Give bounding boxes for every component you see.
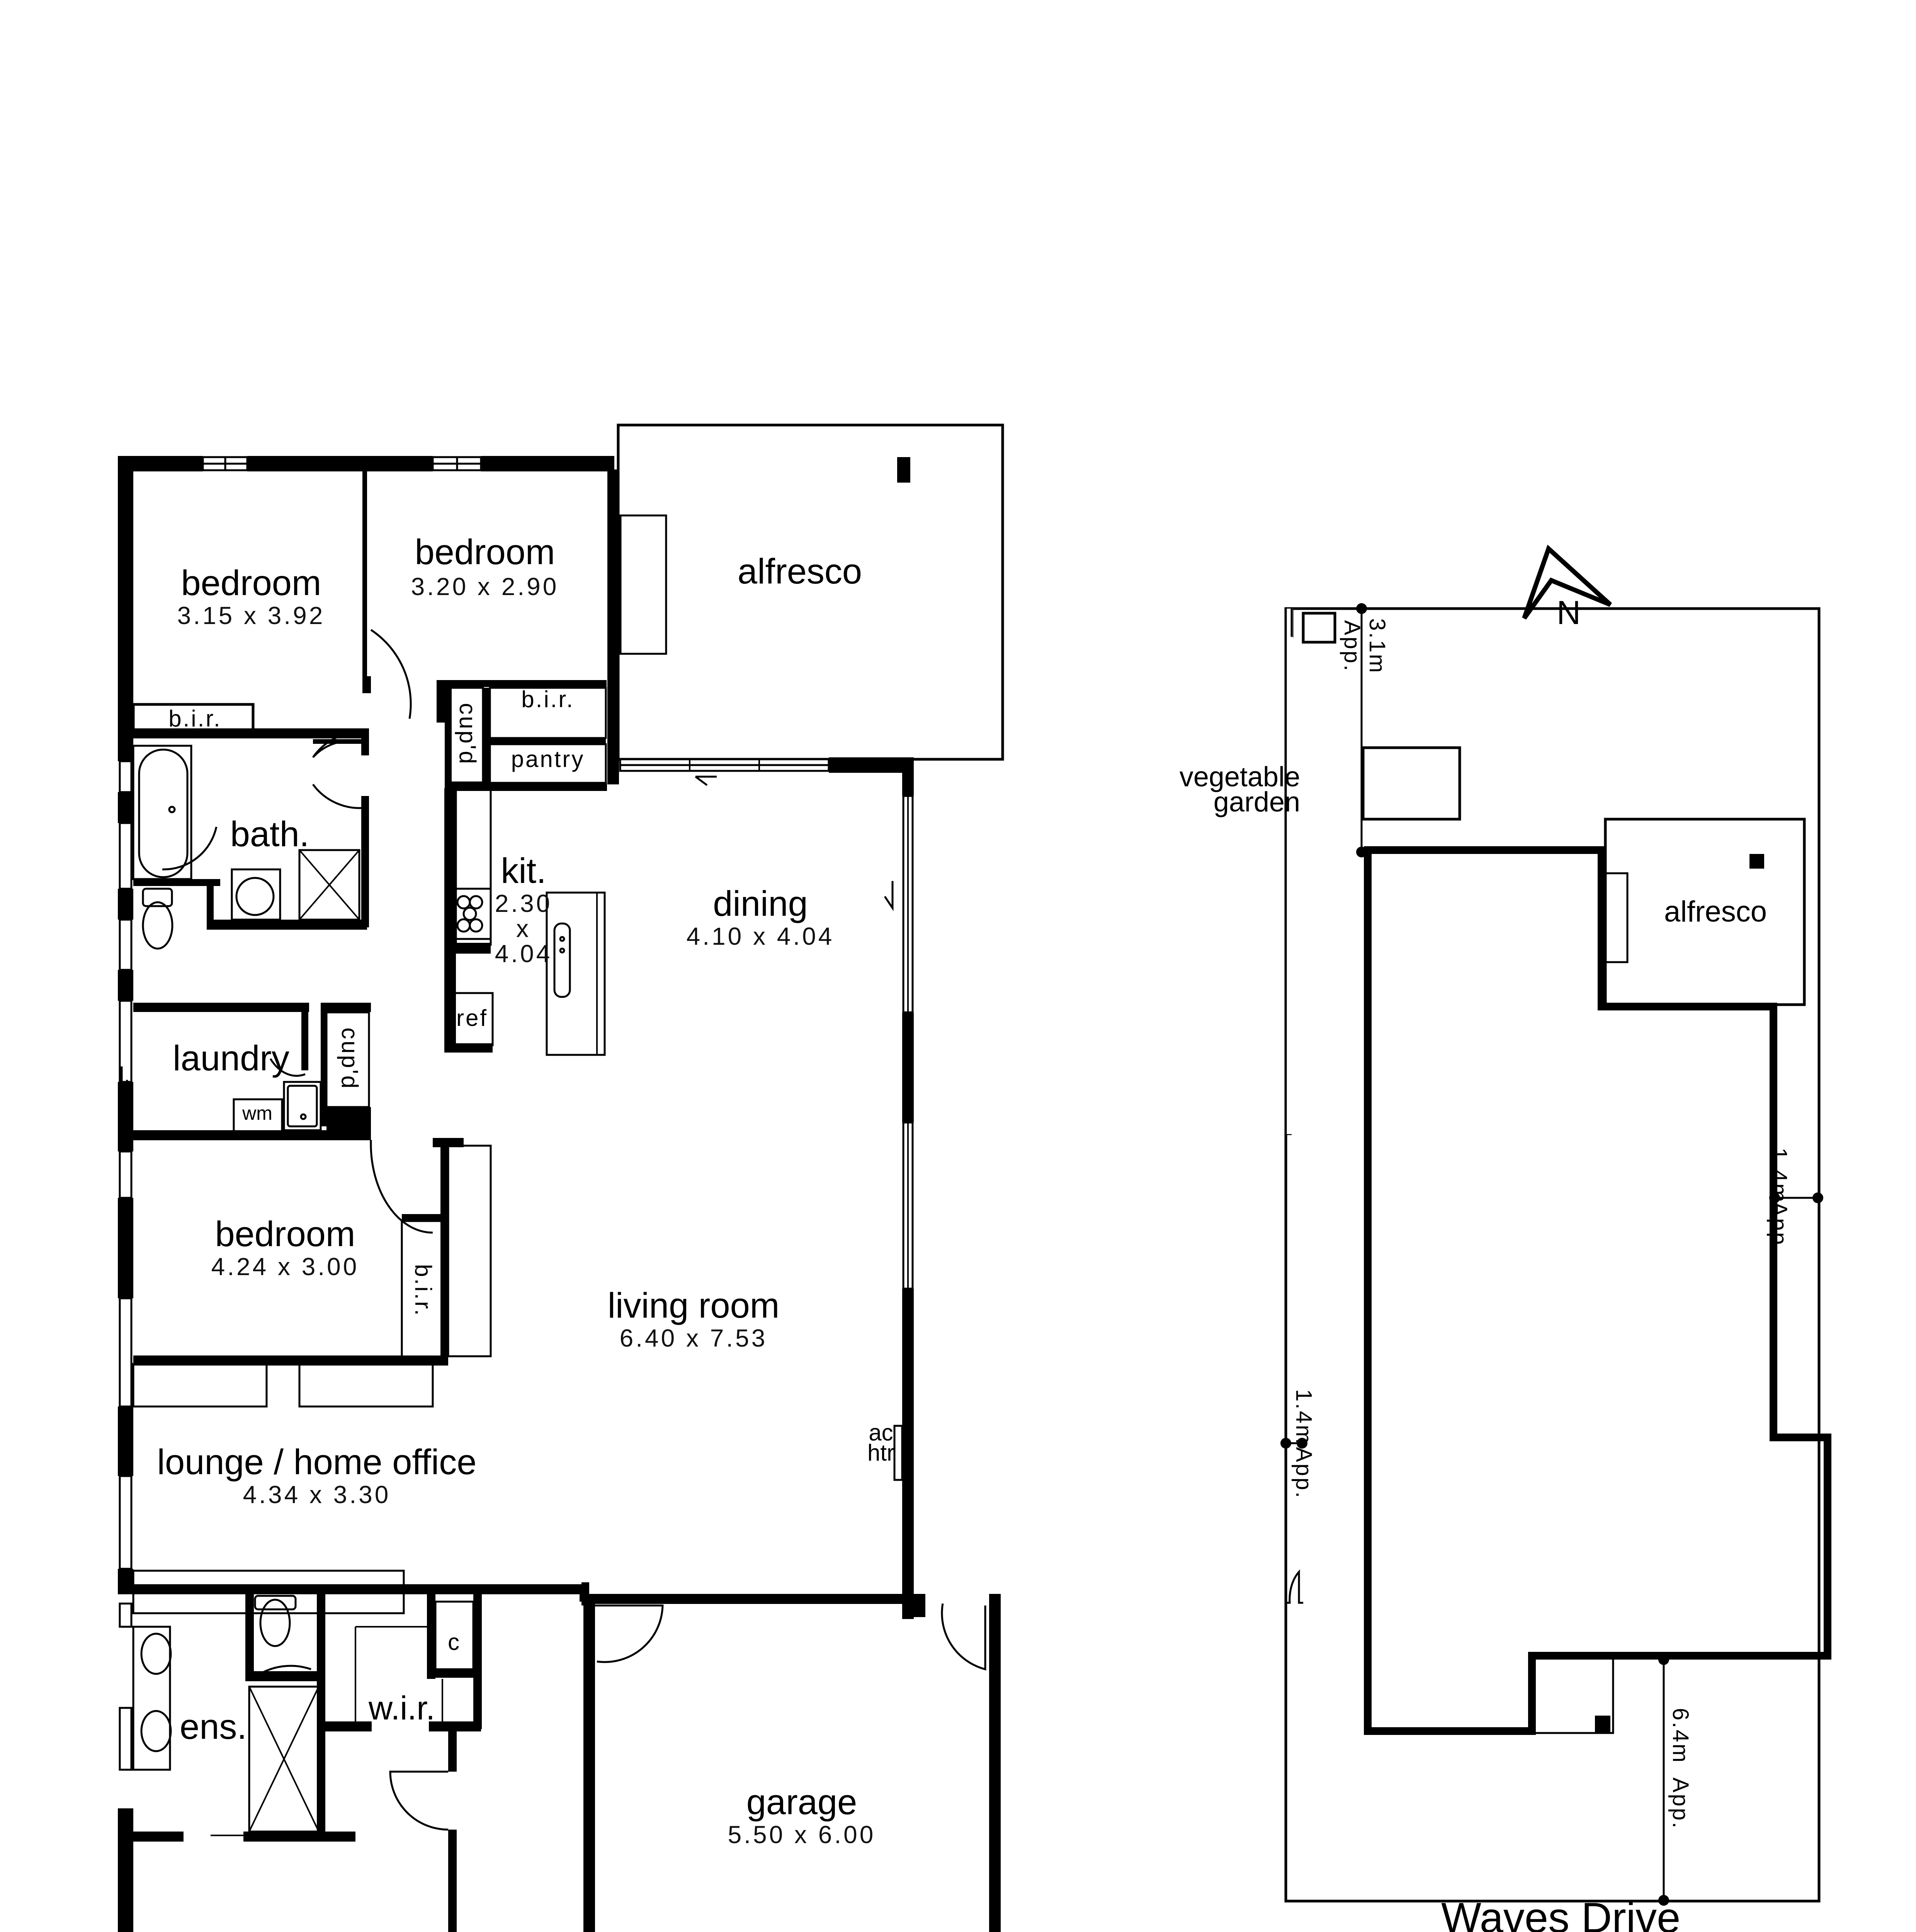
room-label-bedroom-3: bedroom [215, 1214, 355, 1254]
room-dims-bedroom-3: 4.24 x 3.00 [211, 1253, 359, 1281]
street-label: Waves Drive [1441, 1894, 1681, 1932]
room-label-bedroom-2: bedroom [415, 532, 555, 572]
room-label-bath: bath. [230, 815, 309, 854]
ref-label: ref [456, 1005, 488, 1031]
room-label-ensuite: ens. [180, 1707, 247, 1747]
bir-label-2: b.i.r. [521, 686, 574, 712]
room-dims-kitchen-width: 2.30 [495, 889, 553, 917]
setback-side-left-note: App. [1291, 1447, 1316, 1499]
room-dims-dining: 4.10 x 4.04 [687, 922, 835, 950]
ac-label: ac [869, 1420, 893, 1446]
room-dims-lounge: 4.34 x 3.30 [243, 1481, 391, 1509]
site-plan: N vegetable garden alfresco 3.1 [1180, 544, 1831, 1906]
setback-side-left: 1.4m App. [1280, 1389, 1316, 1499]
bir-label-3: b.i.r. [410, 1264, 436, 1317]
setback-side-right-note: App. [1766, 1202, 1792, 1254]
north-label: N [1557, 594, 1581, 631]
room-label-bedroom-1: bedroom [181, 563, 321, 603]
site-alfresco [1604, 818, 1806, 1006]
alfresco-post [897, 457, 910, 483]
room-label-dining: dining [713, 884, 808, 923]
room-dims-kitchen-x: x [516, 915, 531, 942]
setback-side-left-value: 1.4m [1291, 1389, 1316, 1445]
setback-rear: 3.1m App. [1340, 603, 1390, 857]
house-footprint [1364, 846, 1831, 1735]
vegetable-garden-bed [1302, 612, 1336, 644]
vegetable-garden-label-line1: vegetable [1180, 762, 1300, 793]
floor-plan [118, 423, 1004, 1932]
washing-machine-label: wm [242, 1102, 272, 1124]
window [202, 456, 248, 471]
site-alfresco-label: alfresco [1664, 895, 1767, 928]
fixture-labels: b.i.r. b.i.r. pantry cup'd cup'd ref wm … [168, 686, 894, 1655]
linen-cupboard-label: c [448, 1629, 461, 1655]
alfresco-bbq-bench [619, 514, 667, 655]
bir-label-1: b.i.r. [168, 706, 221, 731]
setback-front-value: 6.4m [1668, 1708, 1693, 1764]
room-label-kitchen: kit. [501, 851, 546, 891]
setback-rear-value: 3.1m [1365, 618, 1390, 674]
room-labels: bedroom 3.15 x 3.92 bedroom 3.20 x 2.90 … [157, 532, 876, 1849]
cupd-label-2: cup'd [337, 1027, 363, 1090]
room-dims-kitchen-height: 4.04 [495, 940, 553, 968]
pantry-label: pantry [511, 746, 585, 772]
sliding-door [619, 758, 830, 772]
room-dims-living-room: 6.40 x 7.53 [620, 1324, 768, 1352]
room-dims-garage: 5.50 x 6.00 [728, 1821, 876, 1849]
room-label-lounge: lounge / home office [157, 1442, 477, 1482]
vegetable-garden-plot [1362, 746, 1461, 821]
room-label-wir: w.i.r. [368, 1690, 435, 1727]
setback-front-note: App. [1668, 1777, 1693, 1830]
setback-side-right-value: 1.4m [1766, 1148, 1792, 1204]
room-dims-bedroom-2: 3.20 x 2.90 [411, 573, 559, 600]
heater-label: htr [867, 1440, 894, 1466]
room-dims-bedroom-1: 3.15 x 3.92 [177, 602, 325, 629]
alfresco-area [617, 423, 1004, 761]
cupd-label-1: cup'd [455, 703, 481, 765]
window [432, 456, 482, 471]
setback-rear-note: App. [1340, 620, 1365, 672]
room-label-garage: garage [746, 1782, 857, 1822]
room-label-living-room: living room [608, 1286, 780, 1325]
room-label-alfresco: alfresco [738, 552, 862, 591]
vegetable-garden-label-line2: garden [1214, 787, 1300, 818]
north-arrow-icon [1522, 544, 1612, 620]
setback-side-right: 1.4m App. [1766, 1148, 1823, 1254]
setback-front: 6.4m App. [1658, 1654, 1693, 1906]
room-label-laundry: laundry [173, 1039, 289, 1078]
